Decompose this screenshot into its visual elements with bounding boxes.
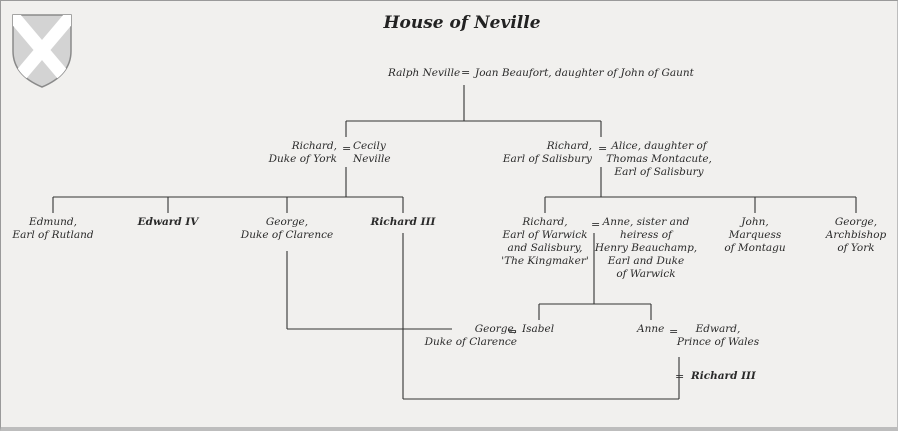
saltire-shield-icon: [12, 14, 72, 88]
person-joan-beaufort: Joan Beaufort, daughter of John of Gaunt: [475, 67, 694, 79]
person-anne: Anne: [637, 323, 665, 335]
person-richard-earl-of-salisbury: Richard,Earl of Salisbury: [502, 140, 592, 165]
person-richard-iii-repeat: Richard III: [691, 370, 756, 382]
person-richard-earl-of-warwick: Richard,Earl of Warwick and Salisbury,'T…: [501, 216, 589, 267]
person-ralph-neville: Ralph Neville: [388, 67, 461, 79]
person-richard-iii: Richard III: [370, 216, 436, 228]
person-edmund-earl-of-rutland: Edmund,Earl of Rutland: [12, 216, 94, 241]
person-richard-duke-of-york: Richard,Duke of York: [268, 140, 337, 165]
marriage-sign: =: [598, 142, 608, 155]
person-george-duke-of-clarence-repeat: George,Duke of Clarence: [424, 323, 517, 348]
person-edward-prince-of-wales: Edward,Prince of Wales: [676, 323, 760, 348]
marriage-sign: =: [591, 218, 601, 231]
marriage-sign: =: [342, 142, 352, 155]
marriage-sign: =: [675, 370, 685, 383]
marriage-sign: =: [461, 66, 471, 79]
marriage-sign: =: [508, 325, 518, 338]
chart-title: House of Neville: [383, 13, 541, 33]
person-isabel: Isabel: [522, 323, 555, 335]
marriage-sign: =: [669, 325, 679, 338]
person-edward-iv: Edward IV: [137, 216, 199, 228]
person-george-duke-of-clarence: George,Duke of Clarence: [240, 216, 334, 241]
